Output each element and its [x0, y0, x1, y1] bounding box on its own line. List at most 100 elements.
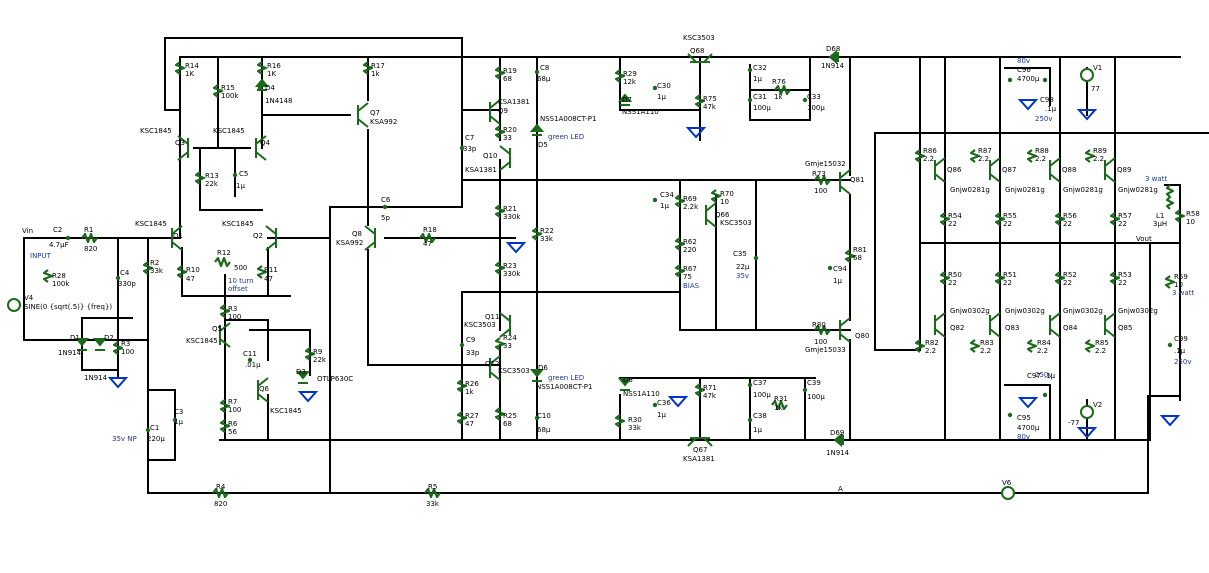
- r5-name: R5: [428, 483, 437, 491]
- r58-value: 10: [1186, 218, 1195, 226]
- q8-transistor: [364, 225, 376, 251]
- r53-name: R53: [1118, 271, 1132, 279]
- v2-source: [1080, 405, 1094, 419]
- q87-transistor: [989, 157, 1001, 183]
- r82-name: R82: [925, 339, 939, 347]
- r86-value: 2.2: [923, 155, 934, 163]
- c97-name: C97: [1027, 372, 1041, 380]
- q3-transistor: [177, 135, 189, 161]
- c32-name: C32: [753, 64, 767, 72]
- c99-name: C99: [1174, 335, 1188, 343]
- l1-name: L1: [1156, 212, 1164, 220]
- c3-name: C3: [174, 408, 183, 416]
- v6-name: V6: [1002, 479, 1012, 487]
- c98-name: C98: [1040, 96, 1054, 104]
- q86-transistor: [934, 157, 946, 183]
- d69-value: 1N914: [826, 449, 850, 457]
- r71-name: R71: [703, 384, 717, 392]
- r6-name: R6: [228, 420, 238, 428]
- ground-symbols: [107, 99, 1181, 439]
- q10-type: KSA1381: [465, 166, 497, 174]
- q66-name: Q66: [715, 211, 730, 219]
- q66-type: KSC3503: [720, 219, 752, 227]
- q9-name: Q9: [498, 107, 508, 115]
- c8-name: C8: [540, 64, 549, 72]
- c7-value: 33p: [463, 145, 477, 153]
- r50-value: 22: [948, 279, 957, 287]
- q86-name: Q86: [947, 166, 962, 174]
- 35v-label: 35v: [736, 272, 749, 280]
- diodes: [74, 49, 844, 448]
- r31-name: R31: [774, 395, 788, 403]
- r30-value: 33k: [628, 424, 642, 432]
- r11-value: 47: [264, 275, 273, 283]
- q81-type: Gmje15032: [805, 160, 846, 168]
- c34-name: C34: [660, 191, 674, 199]
- l1-value: 3µH: [1153, 220, 1167, 228]
- r21-name: R21: [503, 205, 517, 213]
- q2-type: KSC1845: [222, 220, 254, 228]
- q68-name: Q68: [690, 47, 704, 55]
- r4-value: 820: [214, 500, 227, 508]
- r12-value: 500: [234, 264, 247, 272]
- r70-value: 10: [720, 198, 729, 206]
- r30-name: R30: [628, 416, 642, 424]
- q84-type: Gnjw0302g: [1063, 307, 1103, 315]
- resistors: [42, 61, 1186, 499]
- greenled2-label: green LED: [548, 374, 584, 382]
- q89-transistor: [1104, 157, 1116, 183]
- r69-name: R69: [683, 195, 697, 203]
- c4-name: C4: [120, 269, 130, 277]
- r57-name: R57: [1118, 212, 1132, 220]
- c39-value: 100µ: [807, 393, 825, 401]
- a-label: A: [838, 485, 843, 493]
- r29-name: R29: [623, 70, 637, 78]
- c37-name: C37: [753, 379, 767, 387]
- r59-value: 10: [1174, 281, 1183, 289]
- d4-value: 1N4148: [265, 97, 293, 105]
- c36-name: C36: [657, 399, 671, 407]
- r87-value: 2.2: [978, 155, 989, 163]
- q67-name: Q67: [693, 446, 707, 454]
- greenled1-label: green LED: [548, 133, 584, 141]
- vin-label: Vin: [22, 227, 33, 235]
- d3-name: D3: [296, 368, 306, 376]
- q83-type: Gnjw0302g: [1005, 307, 1045, 315]
- r26-value: 1k: [465, 388, 474, 396]
- r20-value: 33: [503, 134, 512, 142]
- q80-name: Q80: [855, 332, 869, 340]
- q84-transistor: [1049, 312, 1061, 338]
- r12-name: R12: [217, 249, 231, 257]
- r73-value: 100: [814, 187, 827, 195]
- r19-value: 68: [503, 75, 512, 83]
- r51-value: 22: [1003, 279, 1012, 287]
- q87-name: Q87: [1002, 166, 1016, 174]
- r50-name: R50: [948, 271, 962, 279]
- r89-name: R89: [1093, 147, 1107, 155]
- v2-name: V2: [1093, 401, 1102, 409]
- q82-transistor: [934, 312, 946, 338]
- d2-value: 1N914: [84, 374, 108, 382]
- q88-type: Gnjw0281g: [1063, 186, 1103, 194]
- r1-value: 820: [84, 245, 97, 253]
- transistors: [171, 53, 1116, 447]
- 250v-label-3: 250v: [1174, 358, 1192, 366]
- r27-name: R27: [465, 412, 479, 420]
- q11-type: KSC3503: [464, 321, 496, 329]
- c1-name: C1: [150, 424, 159, 432]
- text-labels: Vin INPUT C2 4.7µF R1 820 R28 100k V4 SI…: [22, 34, 1200, 508]
- r3-value: 100: [121, 348, 134, 356]
- r51-name: R51: [1003, 271, 1017, 279]
- r24-name: R24: [503, 334, 517, 342]
- v1-value: 77: [1091, 85, 1100, 93]
- q85-type: Gnjw0302g: [1118, 307, 1158, 315]
- r9-name: R9: [313, 348, 322, 356]
- r7-value: 100: [228, 406, 241, 414]
- q10-transistor: [499, 145, 511, 171]
- q7-type: KSA992: [370, 118, 397, 126]
- c37-value: 100µ: [753, 391, 771, 399]
- 80v-label-1: 80v: [1017, 57, 1030, 65]
- input-label: INPUT: [30, 252, 52, 260]
- r22-value: 33k: [540, 235, 554, 243]
- r57-value: 22: [1118, 220, 1127, 228]
